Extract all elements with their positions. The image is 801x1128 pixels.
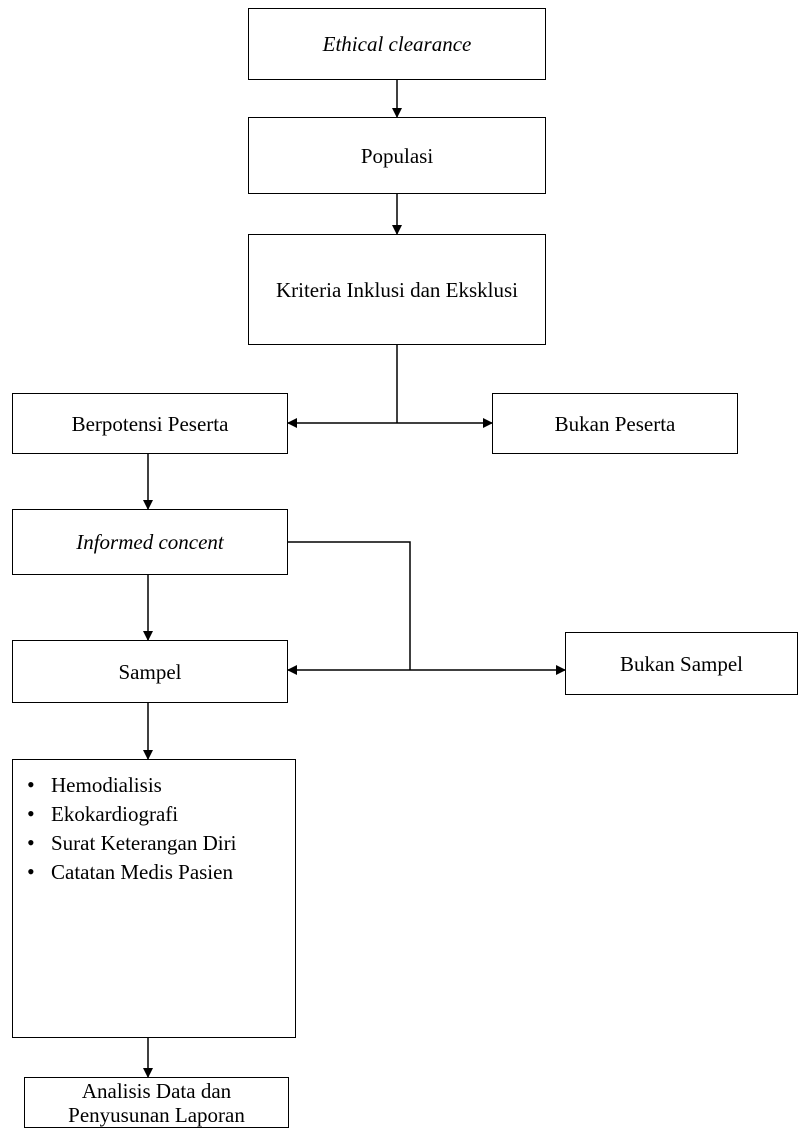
populasi-box: Populasi — [248, 117, 546, 194]
line-informed-branch — [288, 541, 411, 670]
kegiatan-list-box: Hemodialisis Ekokardiografi Surat Ketera… — [12, 759, 296, 1038]
list-item: Ekokardiografi — [23, 801, 285, 827]
kegiatan-list: Hemodialisis Ekokardiografi Surat Ketera… — [23, 772, 285, 885]
sampel-box: Sampel — [12, 640, 288, 703]
kriteria-box: Kriteria Inklusi dan Eksklusi — [248, 234, 546, 345]
bukan-peserta-box: Bukan Peserta — [492, 393, 738, 454]
ethical-clearance-box: Ethical clearance — [248, 8, 546, 80]
list-item: Catatan Medis Pasien — [23, 859, 285, 885]
berpotensi-peserta-box: Berpotensi Peserta — [12, 393, 288, 454]
analisis-box: Analisis Data dan Penyusunan Laporan — [24, 1077, 289, 1128]
informed-concent-box: Informed concent — [12, 509, 288, 575]
list-item: Hemodialisis — [23, 772, 285, 798]
bukan-sampel-box: Bukan Sampel — [565, 632, 798, 695]
list-item: Surat Keterangan Diri — [23, 830, 285, 856]
